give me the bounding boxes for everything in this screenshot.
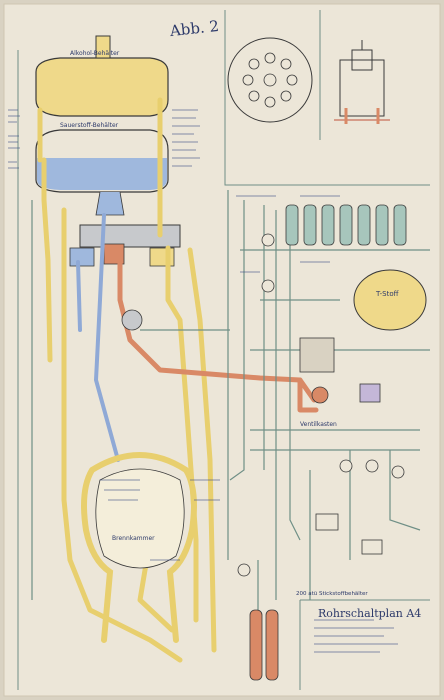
box-label: Ventilkasten (300, 421, 337, 428)
combustion-chamber (81, 452, 197, 643)
lower-tank-label: Sauerstoff-Behälter (60, 122, 119, 129)
abb-stamp: Abb. 2 (168, 17, 220, 40)
control-lines (31, 190, 430, 680)
alcohol-pipes (37, 97, 217, 663)
small-valves (121, 233, 405, 577)
tank-connector (95, 191, 125, 216)
steam-pipes (117, 259, 319, 413)
sheet-title: Rohrschaltplan A4 (318, 607, 421, 620)
oxygen-tank (35, 129, 169, 193)
injector-section (334, 40, 390, 124)
t-stoff-label: T-Stoff (375, 290, 399, 298)
t-stoff-tank (353, 269, 427, 331)
handwritten-annotations (8, 109, 398, 653)
injector-holes (242, 52, 298, 108)
nitrogen-bottles (249, 609, 279, 681)
chamber-label: Brennkammer (112, 535, 155, 542)
injector-head-plan (227, 37, 313, 123)
bottle-bank (285, 204, 407, 246)
pressure-note: 200 atü Stickstoffbehälter (296, 591, 368, 597)
frame-lines (17, 10, 430, 690)
alcohol-tank (35, 35, 169, 117)
upper-tank-label: Alkohol-Behälter (70, 50, 120, 57)
valve-box (299, 337, 381, 404)
oxygen-pipes (76, 213, 120, 462)
